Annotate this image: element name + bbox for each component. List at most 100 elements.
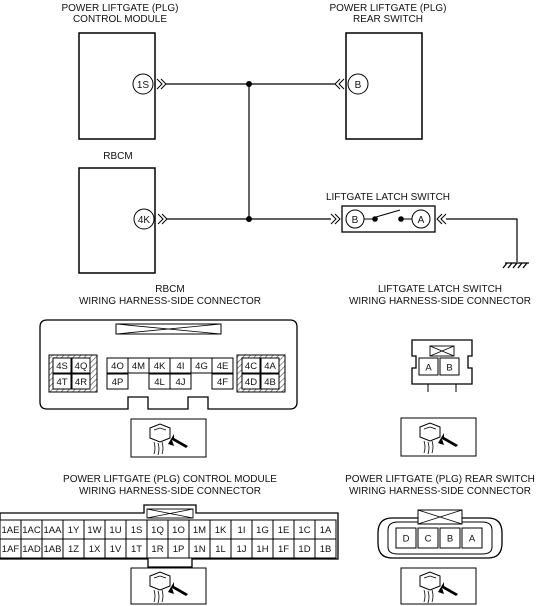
rbcm-pin-cell [241,357,261,374]
latch-connector: LIFTGATE LATCH SWITCH WIRING HARNESS-SID… [349,284,531,392]
connector-chevrons [156,78,447,225]
plg-pin-label: 1F [278,544,289,555]
plg-switch-connector-title-1: POWER LIFTGATE (PLG) REAR SWITCH [345,474,535,485]
rbcm-pin-label: 4T [56,377,67,388]
junction-dot [246,216,252,222]
plg-pin-label: 1Y [68,525,80,536]
latch-pin-label: B [446,363,452,374]
plg-switch-pin-label: B [447,534,453,545]
rbcm-pin-label: 4M [132,361,145,372]
rbcm-pin-cell [260,357,280,374]
rbcm-pin-label: 4J [175,377,185,388]
plg-pin-label: 1P [173,544,185,555]
rbcm-pin-cell [169,373,192,390]
plg-pin-label: 1K [215,525,227,536]
rbcm-pin-label: 4K [138,215,151,226]
connector-view-icon [130,567,207,605]
latch-title: LIFTGATE LATCH SWITCH [326,192,450,203]
chevron-left-icon [436,213,447,225]
plg-pin-label: 1AA [44,525,63,536]
rbcm-pin-label: 4S [56,361,68,372]
plg-pin-label: 1Z [68,544,79,555]
plg-connector-title-1: POWER LIFTGATE (PLG) CONTROL MODULE [63,474,277,485]
rbcm-pin-label: 4L [154,377,165,388]
rbcm-pin-cell [71,373,91,390]
plg-pin-label: 1X [89,544,101,555]
rbcm-pin-cell [106,373,129,390]
plg-module-connector: POWER LIFTGATE (PLG) CONTROL MODULE WIRI… [0,474,339,568]
chevron-right-icon [330,213,341,225]
plg-pin-label: 1B [320,544,332,555]
rbcm-pin-cell [211,357,234,374]
plg-switch-pin-cell [439,527,461,549]
connector-view-icon [400,567,477,605]
rbcm-pin-label: 4F [217,377,228,388]
rbcm-pin-label: 4Q [75,361,88,372]
rbcm-pin-circle [133,208,155,230]
plg-pin-label: 1U [109,525,121,536]
plg-switch-pin-label: C [425,534,432,545]
plg-pin-label: 1AF [2,544,20,555]
rbcm-pin-label: 4P [112,377,124,388]
rbcm-pin-label: 4O [111,361,124,372]
rbcm-pin-label: 4D [245,377,257,388]
plg-pin-label: 1C [298,525,310,536]
plg-pin-label: 1S [131,525,143,536]
plg-control-module: POWER LIFTGATE (PLG) CONTROL MODULE 1S [61,3,179,140]
plg-pin-label: 1I [238,525,246,536]
latch-pin-cell [418,357,439,376]
chevron-right-icon [156,78,167,90]
plg-pin-label: 1AC [22,525,41,536]
plg-switch-title-2: REAR SWITCH [353,14,423,25]
chevron-right-icon [157,213,168,225]
plg-pin-label: 1T [131,544,142,555]
plg-pin-label: 1M [193,525,206,536]
plg-switch-pin-label: D [403,534,410,545]
plg-rear-switch: POWER LIFTGATE (PLG) REAR SWITCH B [329,3,447,140]
plg-module-pin-label: 1S [137,80,150,91]
plg-pin-label: 1E [278,525,290,536]
plg-pin-label: 1N [193,544,205,555]
plg-switch-connector-title-2: WIRING HARNESS-SIDE CONNECTOR [349,486,531,497]
plg-pin-label: 1Q [151,525,164,536]
plg-pin-label: 1L [215,544,226,555]
rbcm-pin-label: 4E [217,361,229,372]
plg-pin-label: 1R [151,544,163,555]
connector-view-icon [400,417,477,457]
connector-view-icon [130,418,207,458]
plg-pin-label: 1J [236,544,246,555]
plg-pin-label: 1V [110,544,122,555]
plg-connector-title-2: WIRING HARNESS-SIDE CONNECTOR [79,486,261,497]
rbcm-pin-label: 4I [177,361,185,372]
plg-pin-label: 1O [172,525,185,536]
rbcm-connector-title-1: RBCM [155,284,184,295]
rbcm-box [78,167,156,274]
plg-pin-label: 1AE [2,525,20,536]
rbcm-pin-cell [52,373,72,390]
rbcm-pin-cell [241,373,261,390]
plg-switch-pin-cell [417,527,439,549]
latch-pin-a-label: A [418,215,425,226]
plg-pin-label: 1A [320,525,332,536]
plg-switch-connector: POWER LIFTGATE (PLG) REAR SWITCH WIRING … [345,474,535,559]
rbcm-pin-cell [52,357,72,374]
plg-pin-label: 1D [298,544,310,555]
chevron-left-icon [334,78,345,90]
rbcm-pin-cell [260,373,280,390]
rbcm-pin-cell [71,357,91,374]
rbcm-pin-label: 4G [195,361,208,372]
plg-switch-pin-circle [347,73,369,95]
plg-pin-label: 1G [256,525,269,536]
rbcm-pin-label: 4A [264,361,276,372]
latch-pin-b-label: B [352,215,359,226]
plg-switch-title-1: POWER LIFTGATE (PLG) [329,3,446,14]
rbcm-title: RBCM [103,151,132,162]
rbcm-pin-cell [211,373,234,390]
plg-pin-label: 1AD [22,544,41,555]
plg-switch-pin-label: A [469,534,476,545]
latch-pin-label: A [425,363,432,374]
